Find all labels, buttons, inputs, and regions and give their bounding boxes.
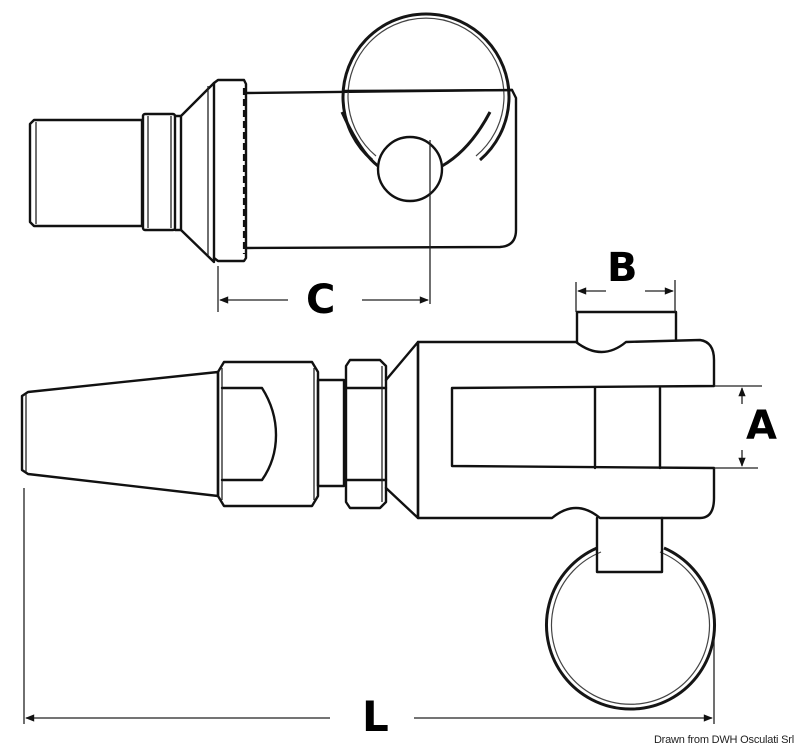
credit-text: Drawn from DWH Osculati Srl [653,734,794,746]
dimension-label-a: A [746,403,777,449]
side-view [20,280,762,724]
fork-body-top [244,88,518,250]
dimension-l [23,488,715,724]
ring-pin-top [340,12,514,203]
dimension-label-b: B [601,248,644,288]
dimension-c [217,140,431,312]
dimension-a [714,385,762,469]
lock-nut [316,358,388,510]
top-view [28,12,518,312]
dimension-label-l: L [356,696,395,738]
pin-head-top [575,310,678,344]
swage-end [20,370,220,498]
collar [179,78,248,264]
ring-pin-bottom [545,516,716,711]
dimension-label-c: C [300,280,342,320]
fork-cone [384,340,420,520]
fork-jaw [416,338,716,520]
threaded-stud [28,112,183,232]
dimension-b [575,280,676,312]
hex-body [216,360,320,508]
